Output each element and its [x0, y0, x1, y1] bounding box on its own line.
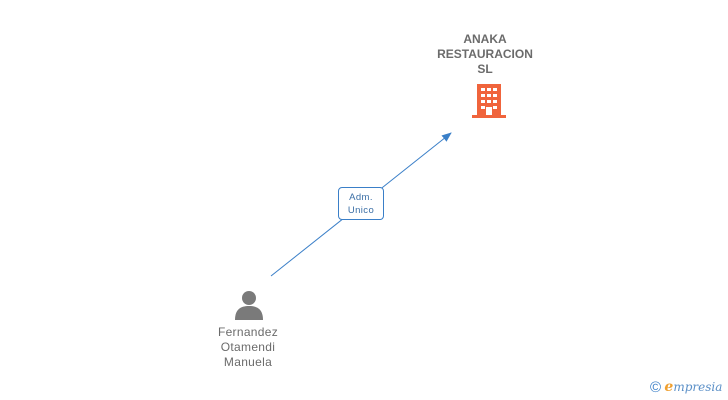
company-name-line-3: SL	[477, 62, 493, 76]
company-name-line-2: RESTAURACION	[437, 47, 533, 61]
empresia-footer[interactable]: © empresia	[650, 379, 722, 396]
brand-logo: empresia	[664, 379, 723, 395]
person-name-line-1: Fernandez	[217, 325, 279, 339]
relation-label-line-1: Adm.	[349, 192, 373, 203]
copyright-icon: ©	[650, 379, 662, 396]
relation-label[interactable]: Adm. Unico	[338, 187, 384, 220]
person-name-line-2: Otamendi	[220, 340, 276, 354]
brand-logo-e: e	[664, 379, 674, 395]
person-name-line-3: Manuela	[223, 355, 273, 369]
relation-label-line-2: Unico	[347, 205, 375, 216]
company-name-line-1: ANAKA	[463, 32, 507, 46]
building-icon[interactable]	[472, 84, 506, 120]
person-name[interactable]: Fernandez Otamendi Manuela	[198, 325, 298, 370]
company-name[interactable]: ANAKA RESTAURACION SL	[420, 32, 550, 77]
brand-logo-text: mpresia	[673, 380, 723, 394]
person-icon[interactable]	[234, 290, 264, 320]
